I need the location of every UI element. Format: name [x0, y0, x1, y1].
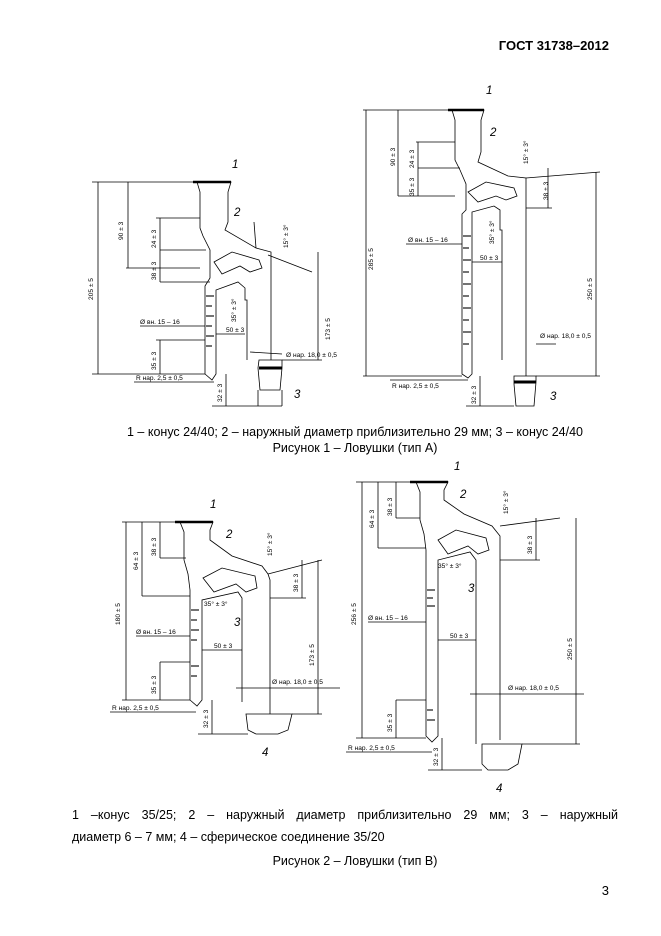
dim-35-label: 35 ± 3: [151, 351, 158, 370]
callout-2: 2: [233, 207, 241, 219]
dim-173-label: 173 ± 5: [309, 644, 316, 666]
figure-2-drawings: 180 ± 5 64 ± 3 38 ± 3 38 ± 3 15° ± 3° 35…: [110, 461, 584, 795]
dim-32-label: 32 ± 3: [471, 385, 478, 404]
angle-15-label: 15° ± 3°: [282, 224, 290, 248]
dim-32-label: 32 ± 3: [203, 709, 210, 728]
standard-header: ГОСТ 31738–2012: [498, 38, 609, 53]
dim-50-label: 50 ± 3: [480, 255, 499, 262]
callout-2: 2: [489, 127, 497, 139]
figure-2-caption: Рисунок 2 – Ловушки (тип В): [272, 854, 438, 868]
dim-38b-label: 38 ± 3: [293, 573, 300, 592]
figure-2-legend-line-2: диаметр 6 – 7 мм; 4 – сферическое соедин…: [72, 830, 385, 844]
inner-diameter-label: Ø вн. 15 – 16: [408, 237, 448, 244]
dim-64-label: 64 ± 3: [369, 509, 376, 528]
angle-35-label: 35° ± 3°: [488, 220, 496, 244]
outer-diameter-label: Ø нар. 18,0 ± 0,5: [286, 352, 337, 359]
radius-label: R нар. 2,5 ± 0,5: [112, 705, 159, 712]
callout-3: 3: [468, 583, 475, 595]
dim-32-label: 32 ± 3: [433, 747, 440, 766]
inner-diameter-label: Ø вн. 15 – 16: [140, 319, 180, 326]
dim-38-label: 38 ± 3: [151, 537, 158, 556]
outer-diameter-label: Ø нар. 18,0 ± 0,5: [272, 679, 323, 686]
angle-35-label: 35° ± 3°: [230, 298, 238, 322]
radius-label: R нар. 2,5 ± 0,5: [136, 375, 183, 382]
dim-50-label: 50 ± 3: [450, 633, 469, 640]
dim-38-label: 38 ± 3: [151, 261, 158, 280]
figure-1-drawings: 205 ± 5 90 ± 3 24 ± 3 38 ± 3 35 ± 3 15° …: [0, 0, 661, 420]
callout-3: 3: [550, 391, 557, 403]
callout-1: 1: [210, 499, 216, 511]
dim-173-label: 173 ± 5: [325, 318, 332, 340]
angle-35-label: 35° ± 3°: [438, 562, 462, 570]
radius-label: R нар. 2,5 ± 0,5: [348, 745, 395, 752]
dim-38-label: 38 ± 3: [543, 181, 550, 200]
outer-diameter-label: Ø нар. 18,0 ± 0,5: [508, 685, 559, 692]
dim-250-label: 250 ± 5: [567, 638, 574, 660]
inner-diameter-label: Ø вн. 15 – 16: [368, 615, 408, 622]
figure-2-svg: 180 ± 5 64 ± 3 38 ± 3 38 ± 3 15° ± 3° 35…: [110, 461, 584, 795]
angle-15-label: 15° ± 3°: [522, 140, 530, 164]
callout-2: 2: [225, 529, 233, 541]
dim-35-label: 35 ± 3: [387, 713, 394, 732]
dim-50-label: 50 ± 3: [226, 327, 245, 334]
callout-2: 2: [459, 489, 467, 501]
callout-4: 4: [262, 747, 268, 759]
dim-250-label: 250 ± 5: [587, 278, 594, 300]
dim-50-label: 50 ± 3: [214, 643, 233, 650]
dim-256-label: 256 ± 5: [351, 603, 358, 625]
page-number: 3: [601, 883, 609, 898]
dim-35-label: 35 ± 3: [151, 675, 158, 694]
dim-24-label: 24 ± 3: [409, 149, 416, 168]
dim-24-label: 24 ± 3: [151, 229, 158, 248]
dim-90-label: 90 ± 3: [390, 147, 397, 166]
callout-1: 1: [486, 85, 492, 97]
outer-diameter-label: Ø нар. 18,0 ± 0,5: [540, 333, 591, 340]
dim-35-label: 35 ± 3: [409, 177, 416, 196]
dim-90-label: 90 ± 3: [118, 221, 125, 240]
dim-38-label: 38 ± 3: [387, 497, 394, 516]
callout-3: 3: [234, 617, 241, 629]
figure-1-legend: 1 – конус 24/40; 2 – наружный диаметр пр…: [127, 425, 583, 439]
callout-3: 3: [294, 389, 301, 401]
dim-32-label: 32 ± 3: [217, 383, 224, 402]
dim-38b-label: 38 ± 3: [527, 535, 534, 554]
callout-4: 4: [496, 783, 502, 795]
angle-15-label: 15° ± 3°: [266, 532, 274, 556]
figure-1-svg: 205 ± 5 90 ± 3 24 ± 3 38 ± 3 35 ± 3 15° …: [88, 85, 601, 407]
angle-15-label: 15° ± 3°: [502, 490, 510, 514]
figure-1-caption: Рисунок 1 – Ловушки (тип А): [272, 441, 438, 455]
dim-285-label: 285 ± 5: [368, 248, 375, 270]
dim-180-label: 180 ± 5: [115, 603, 122, 625]
radius-label: R нар. 2,5 ± 0,5: [392, 383, 439, 390]
callout-1: 1: [454, 461, 460, 473]
callout-1: 1: [232, 159, 238, 171]
figure-2-legend-line-1: 1 –конус 35/25; 2 – наружный диаметр при…: [72, 808, 618, 822]
inner-diameter-label: Ø вн. 15 – 16: [136, 629, 176, 636]
dim-205-label: 205 ± 5: [88, 278, 95, 300]
angle-35-label: 35° ± 3°: [204, 600, 228, 608]
dim-64-label: 64 ± 3: [133, 551, 140, 570]
